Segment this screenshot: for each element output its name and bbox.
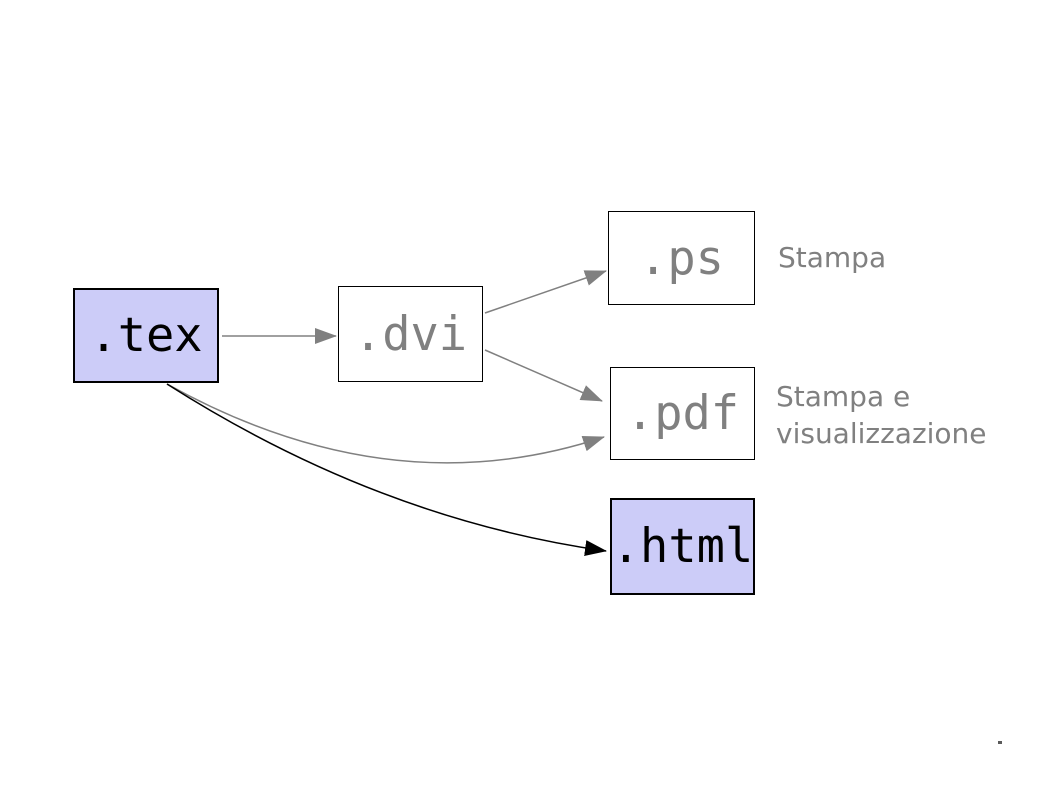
node-dvi-label: .dvi (353, 306, 468, 362)
arrow-dvi-to-ps (484, 270, 607, 314)
node-ps: .ps (608, 211, 755, 305)
annotation-stampa-visualizzazione: Stampa e visualizzazione (776, 380, 987, 450)
node-pdf-label: .pdf (625, 386, 740, 441)
footer-dot (998, 741, 1002, 744)
arrow-tex-to-pdf (166, 383, 605, 464)
node-dvi: .dvi (338, 286, 483, 382)
annotation-stampa: Stampa (778, 241, 887, 274)
node-tex-label: .tex (89, 308, 203, 363)
arrow-dvi-to-pdf (484, 349, 603, 402)
node-pdf: .pdf (610, 367, 755, 460)
node-tex: .tex (73, 288, 219, 383)
arrow-tex-to-html (166, 383, 607, 556)
node-ps-label: .ps (639, 230, 724, 286)
node-html-label: .html (611, 519, 754, 574)
node-html: .html (610, 498, 755, 595)
